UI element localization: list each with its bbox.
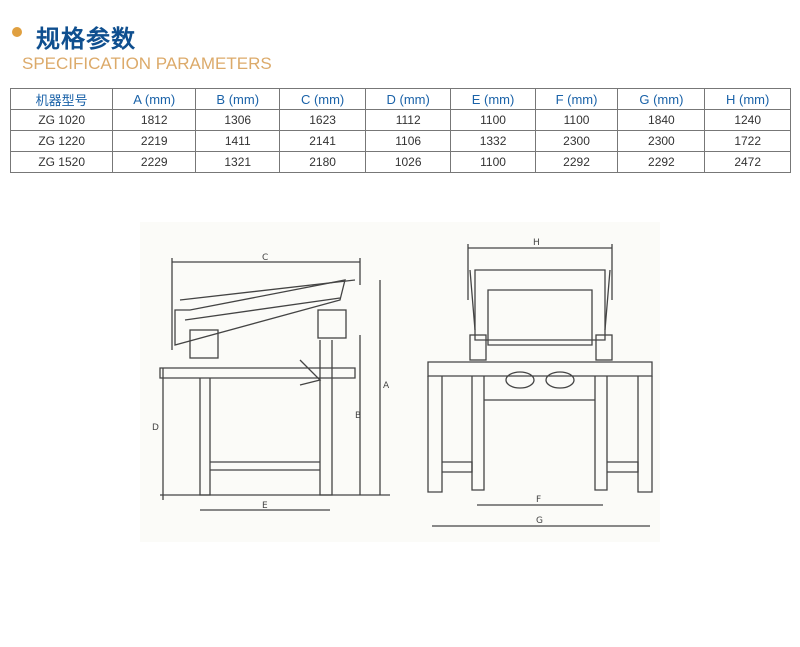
cell: 1812 [112, 109, 197, 131]
cell: ZG 1220 [9, 130, 114, 152]
cell: 1112 [364, 109, 452, 131]
cell: 1106 [364, 130, 452, 152]
bullet-icon [12, 27, 22, 37]
col-header: A (mm) [112, 88, 197, 110]
cell: 1840 [617, 109, 706, 131]
front-view [427, 244, 653, 527]
cell: 1026 [364, 151, 452, 173]
col-header: C (mm) [279, 88, 366, 110]
cell: 1306 [195, 109, 281, 131]
cell: ZG 1020 [9, 109, 114, 131]
cell: 2292 [617, 151, 706, 173]
cell: 2292 [534, 151, 619, 173]
cell: 2472 [704, 151, 791, 173]
cell: 2300 [617, 130, 706, 152]
col-header: 机器型号 [9, 88, 114, 110]
cell: 1332 [450, 130, 536, 152]
col-header: B (mm) [195, 88, 281, 110]
spec-table: 机器型号 A (mm) B (mm) C (mm) D (mm) E (mm) … [9, 88, 791, 173]
section-subtitle: SPECIFICATION PARAMETERS [22, 54, 272, 73]
dim-label-c: C [262, 253, 268, 263]
cell: 2180 [279, 151, 366, 173]
cell: 1623 [279, 109, 366, 131]
dim-label-g: G [536, 516, 543, 526]
dim-label-d: D [152, 423, 159, 433]
cell: 2141 [279, 130, 366, 152]
cell: 1411 [195, 130, 281, 152]
dim-label-f: F [536, 495, 541, 505]
machine-dimension-drawing: C A B D E H F G [140, 222, 660, 542]
col-header: H (mm) [704, 88, 791, 110]
col-header: D (mm) [364, 88, 452, 110]
col-header: G (mm) [617, 88, 706, 110]
side-view [159, 258, 390, 511]
section-title: 规格参数 [36, 25, 136, 53]
cell: 2229 [112, 151, 197, 173]
cell: 1321 [195, 151, 281, 173]
cell: ZG 1520 [9, 151, 114, 173]
cell: 1100 [534, 109, 619, 131]
col-header: F (mm) [534, 88, 619, 110]
cell: 2219 [112, 130, 197, 152]
dim-label-e: E [262, 501, 268, 511]
cell: 2300 [534, 130, 619, 152]
cell: 1240 [704, 109, 791, 131]
cell: 1100 [450, 109, 536, 131]
col-header: E (mm) [450, 88, 536, 110]
dim-label-h: H [533, 238, 540, 248]
table-header-row: 机器型号 A (mm) B (mm) C (mm) D (mm) E (mm) … [9, 88, 791, 110]
cell: 1100 [450, 151, 536, 173]
cell: 1722 [704, 130, 791, 152]
dim-label-a: A [383, 381, 390, 391]
dim-label-b: B [355, 411, 361, 421]
